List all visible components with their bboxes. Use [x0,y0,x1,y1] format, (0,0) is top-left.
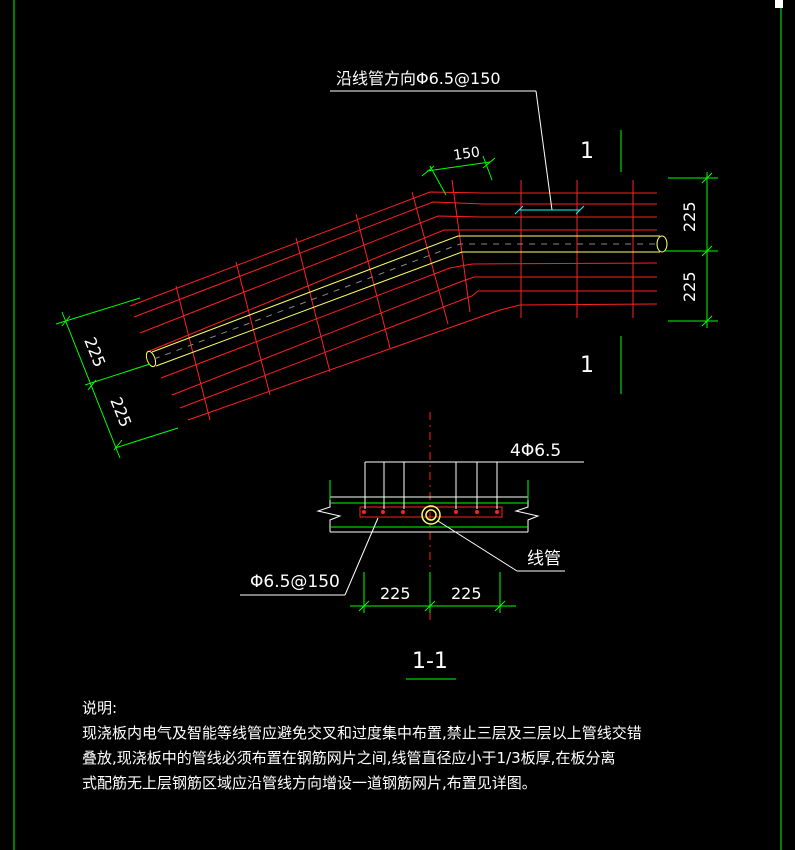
plan-transverse-rebars [175,179,634,421]
plan-conduit [145,235,668,368]
plan-right-dim-bottom: 225 [680,271,699,302]
plan-150-dimension [421,155,496,196]
plan-left-dim-bottom: 225 [106,394,135,429]
section-title: 1-1 [412,649,448,674]
plan-right-dim-top: 225 [680,201,699,232]
section-rebar-dots [362,510,499,514]
notes-block: 说明: 现浇板内电气及智能等线管应避免交叉和过度集中布置,禁止三层及三层以上管线… [82,696,642,796]
section-rebar-mesh [359,506,503,518]
slab-outline [316,496,540,533]
plan-spacing-marker [514,205,585,215]
plan-right-dimensions [665,172,718,328]
section-dim-left: 225 [380,584,411,603]
section-mark-top: 1 [580,139,594,164]
section-dim-right: 225 [451,584,482,603]
section-bottom-dimension [350,572,516,613]
plan-leader-label: 沿线管方向Φ6.5@150 [336,69,501,88]
notes-line: 现浇板内电气及智能等线管应避免交叉和过度集中布置,禁止三层及三层以上管线交错 [82,724,642,742]
notes-line: 式配筋无上层钢筋区域应沿管线方向增设一道钢筋网片,布置见详图。 [82,774,537,792]
plan-left-dimensions [55,297,179,459]
section-view: 4Φ6.5 Φ6.5@150 线管 225 225 1-1 [240,412,584,680]
notes-heading: 说明: [82,699,118,717]
plan-left-dim-top: 225 [80,334,109,369]
section-conduit-leader [437,520,565,572]
section-conduit [421,505,441,525]
section-top-leader [364,461,584,509]
plan-leader [330,90,553,211]
plan-150-label: 150 [452,144,481,164]
corner-marker [775,0,783,8]
slab-inner-lines [329,480,529,528]
section-left-leader [240,517,379,596]
plan-view: 沿线管方向Φ6.5@150 150 1 1 [55,69,718,459]
plan-longitudinal-rebars [129,191,658,421]
section-mark-bottom: 1 [580,353,594,378]
section-conduit-label: 线管 [527,549,561,569]
section-top-label: 4Φ6.5 [510,441,561,461]
section-left-label: Φ6.5@150 [250,572,340,592]
drawing-border [13,0,782,850]
notes-line: 叠放,现浇板中的管线必须布置在钢筋网片之间,线管直径应小于1/3板厚,在板分离 [82,749,616,767]
